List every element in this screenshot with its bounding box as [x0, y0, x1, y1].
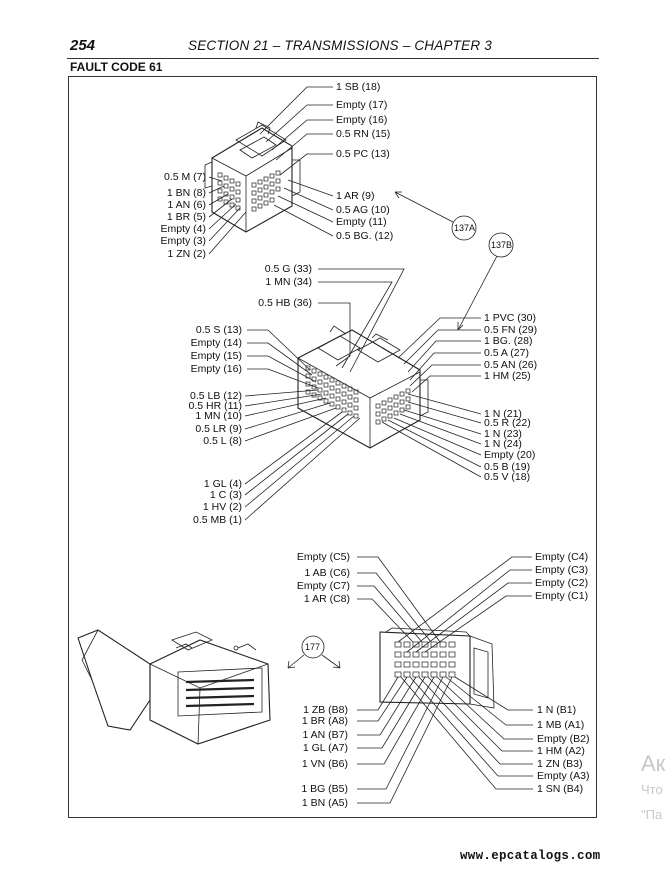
- pin-label: 1 ZN (2): [167, 248, 206, 260]
- footer-site-link[interactable]: www.epcatalogs.com: [460, 849, 601, 863]
- diagram-frame: [68, 76, 597, 818]
- pin-label: 1 AB (C6): [304, 567, 350, 579]
- pin-label: 1 N (21): [484, 408, 522, 420]
- pin-label: 1 GL (A7): [302, 742, 348, 754]
- pin-label: 0.5 RN (15): [336, 128, 391, 140]
- fault-code-title: FAULT CODE 61: [70, 60, 163, 74]
- pin-label: 1 SB (18): [336, 81, 381, 93]
- pin-label: 0.5 HB (36): [258, 297, 312, 309]
- pin-label: 1 MN (34): [265, 276, 312, 288]
- pin-label: 0.5 M (7): [163, 171, 206, 183]
- pin-label: Empty (C2): [535, 577, 589, 589]
- pin-label: 0.5 HR (11): [188, 400, 243, 412]
- pin-label: 1 AR (C8): [303, 593, 350, 605]
- callout-circles: [287, 191, 514, 669]
- page-header: 254 SECTION 21 – TRANSMISSIONS – CHAPTER…: [70, 37, 599, 57]
- watermark-line: Что: [641, 782, 663, 797]
- pin-label: 0.5 AN (26): [484, 359, 538, 371]
- pin-label: 0.5 A (27): [484, 347, 529, 359]
- watermark-line: "Па: [641, 807, 663, 822]
- pin-label: Empty (B2): [537, 733, 590, 745]
- pin-label: 1 C (3): [209, 489, 242, 501]
- pin-label: 0.5 AG (10): [336, 204, 390, 216]
- pin-label: 1 N (24): [484, 438, 522, 450]
- pin-label: 0.5 R (22): [484, 417, 531, 429]
- pin-label: Empty (11): [336, 216, 387, 228]
- pin-label: 1 AN (B7): [302, 729, 348, 741]
- pin-label: 0.5 L (8): [203, 435, 242, 447]
- pin-label: 0.5 V (18): [484, 471, 531, 483]
- pin-label: 1 N (B1): [537, 704, 577, 716]
- connector-177-plug-drawing: [77, 629, 271, 745]
- pin-label: 0.5 LB (12): [190, 390, 242, 402]
- callout-137b: 137B: [491, 240, 513, 250]
- pin-label: 1 BN (A5): [301, 797, 348, 809]
- pin-label: Empty (C3): [535, 564, 589, 576]
- pin-label: 0.5 LR (9): [195, 423, 242, 435]
- pin-label: 1 GL (4): [203, 478, 242, 490]
- pin-label: Empty (20): [484, 449, 536, 461]
- pin-label: 1 MN (10): [195, 410, 242, 422]
- pin-label: 0.5 G (33): [264, 263, 312, 275]
- callout-177: 177: [305, 642, 321, 652]
- page-number: 254: [70, 37, 96, 54]
- pin-label: Empty (14): [190, 337, 242, 349]
- pin-label: 1 MB (A1): [537, 719, 585, 731]
- pin-label: Empty (C4): [535, 551, 589, 563]
- pin-label: 0.5 PC (13): [336, 148, 390, 160]
- pin-label: 1 SN (B4): [537, 783, 584, 795]
- section-title: SECTION 21 – TRANSMISSIONS – CHAPTER 3: [188, 38, 492, 53]
- header-rule: [67, 58, 599, 59]
- pin-label: 1 AR (9): [336, 190, 375, 202]
- callout-137a: 137A: [454, 223, 476, 233]
- watermark-line: Ак: [641, 751, 666, 776]
- pin-label: Empty (A3): [537, 770, 590, 782]
- pin-label: 1 BR (5): [166, 211, 206, 223]
- pin-label: 0.5 MB (1): [192, 514, 242, 526]
- pin-label: 1 N (23): [484, 428, 522, 440]
- pin-label: 1 AN (6): [167, 199, 206, 211]
- pin-label: Empty (17): [336, 99, 388, 111]
- pin-label: Empty (3): [160, 235, 206, 247]
- pin-label: Empty (C5): [296, 551, 350, 563]
- pin-label: 0.5 BG. (12): [336, 230, 394, 242]
- pin-label: 1 BG. (28): [484, 335, 533, 347]
- pin-label: 1 ZB (B8): [303, 704, 348, 716]
- connector-137a-drawing: [204, 86, 334, 255]
- pin-label: 1 BN (8): [166, 187, 206, 199]
- pin-label: 1 HV (2): [202, 501, 242, 513]
- pin-label: Empty (C7): [296, 580, 350, 592]
- connector-177-socket-drawing: [357, 556, 533, 804]
- pin-label: Empty (4): [160, 223, 206, 235]
- pin-label: 1 HM (A2): [537, 745, 585, 757]
- pin-label: Empty (16): [336, 114, 388, 126]
- pin-label: 1 BG (B5): [301, 783, 348, 795]
- pin-label: Empty (15): [190, 350, 242, 362]
- pin-label: Empty (C1): [535, 590, 589, 602]
- pin-label: Empty (16): [190, 363, 242, 375]
- pin-label: 1 BR (A8): [301, 715, 348, 727]
- pin-label: 1 PVC (30): [484, 312, 536, 324]
- pin-label: 0.5 B (19): [484, 461, 531, 473]
- pin-label: 1 HM (25): [484, 370, 531, 382]
- pin-label: 1 VN (B6): [301, 758, 348, 770]
- pin-label: 1 ZN (B3): [537, 758, 583, 770]
- pin-label: 0.5 FN (29): [484, 324, 538, 336]
- connector-137b-drawing: [244, 268, 482, 521]
- pin-label: 0.5 S (13): [195, 324, 242, 336]
